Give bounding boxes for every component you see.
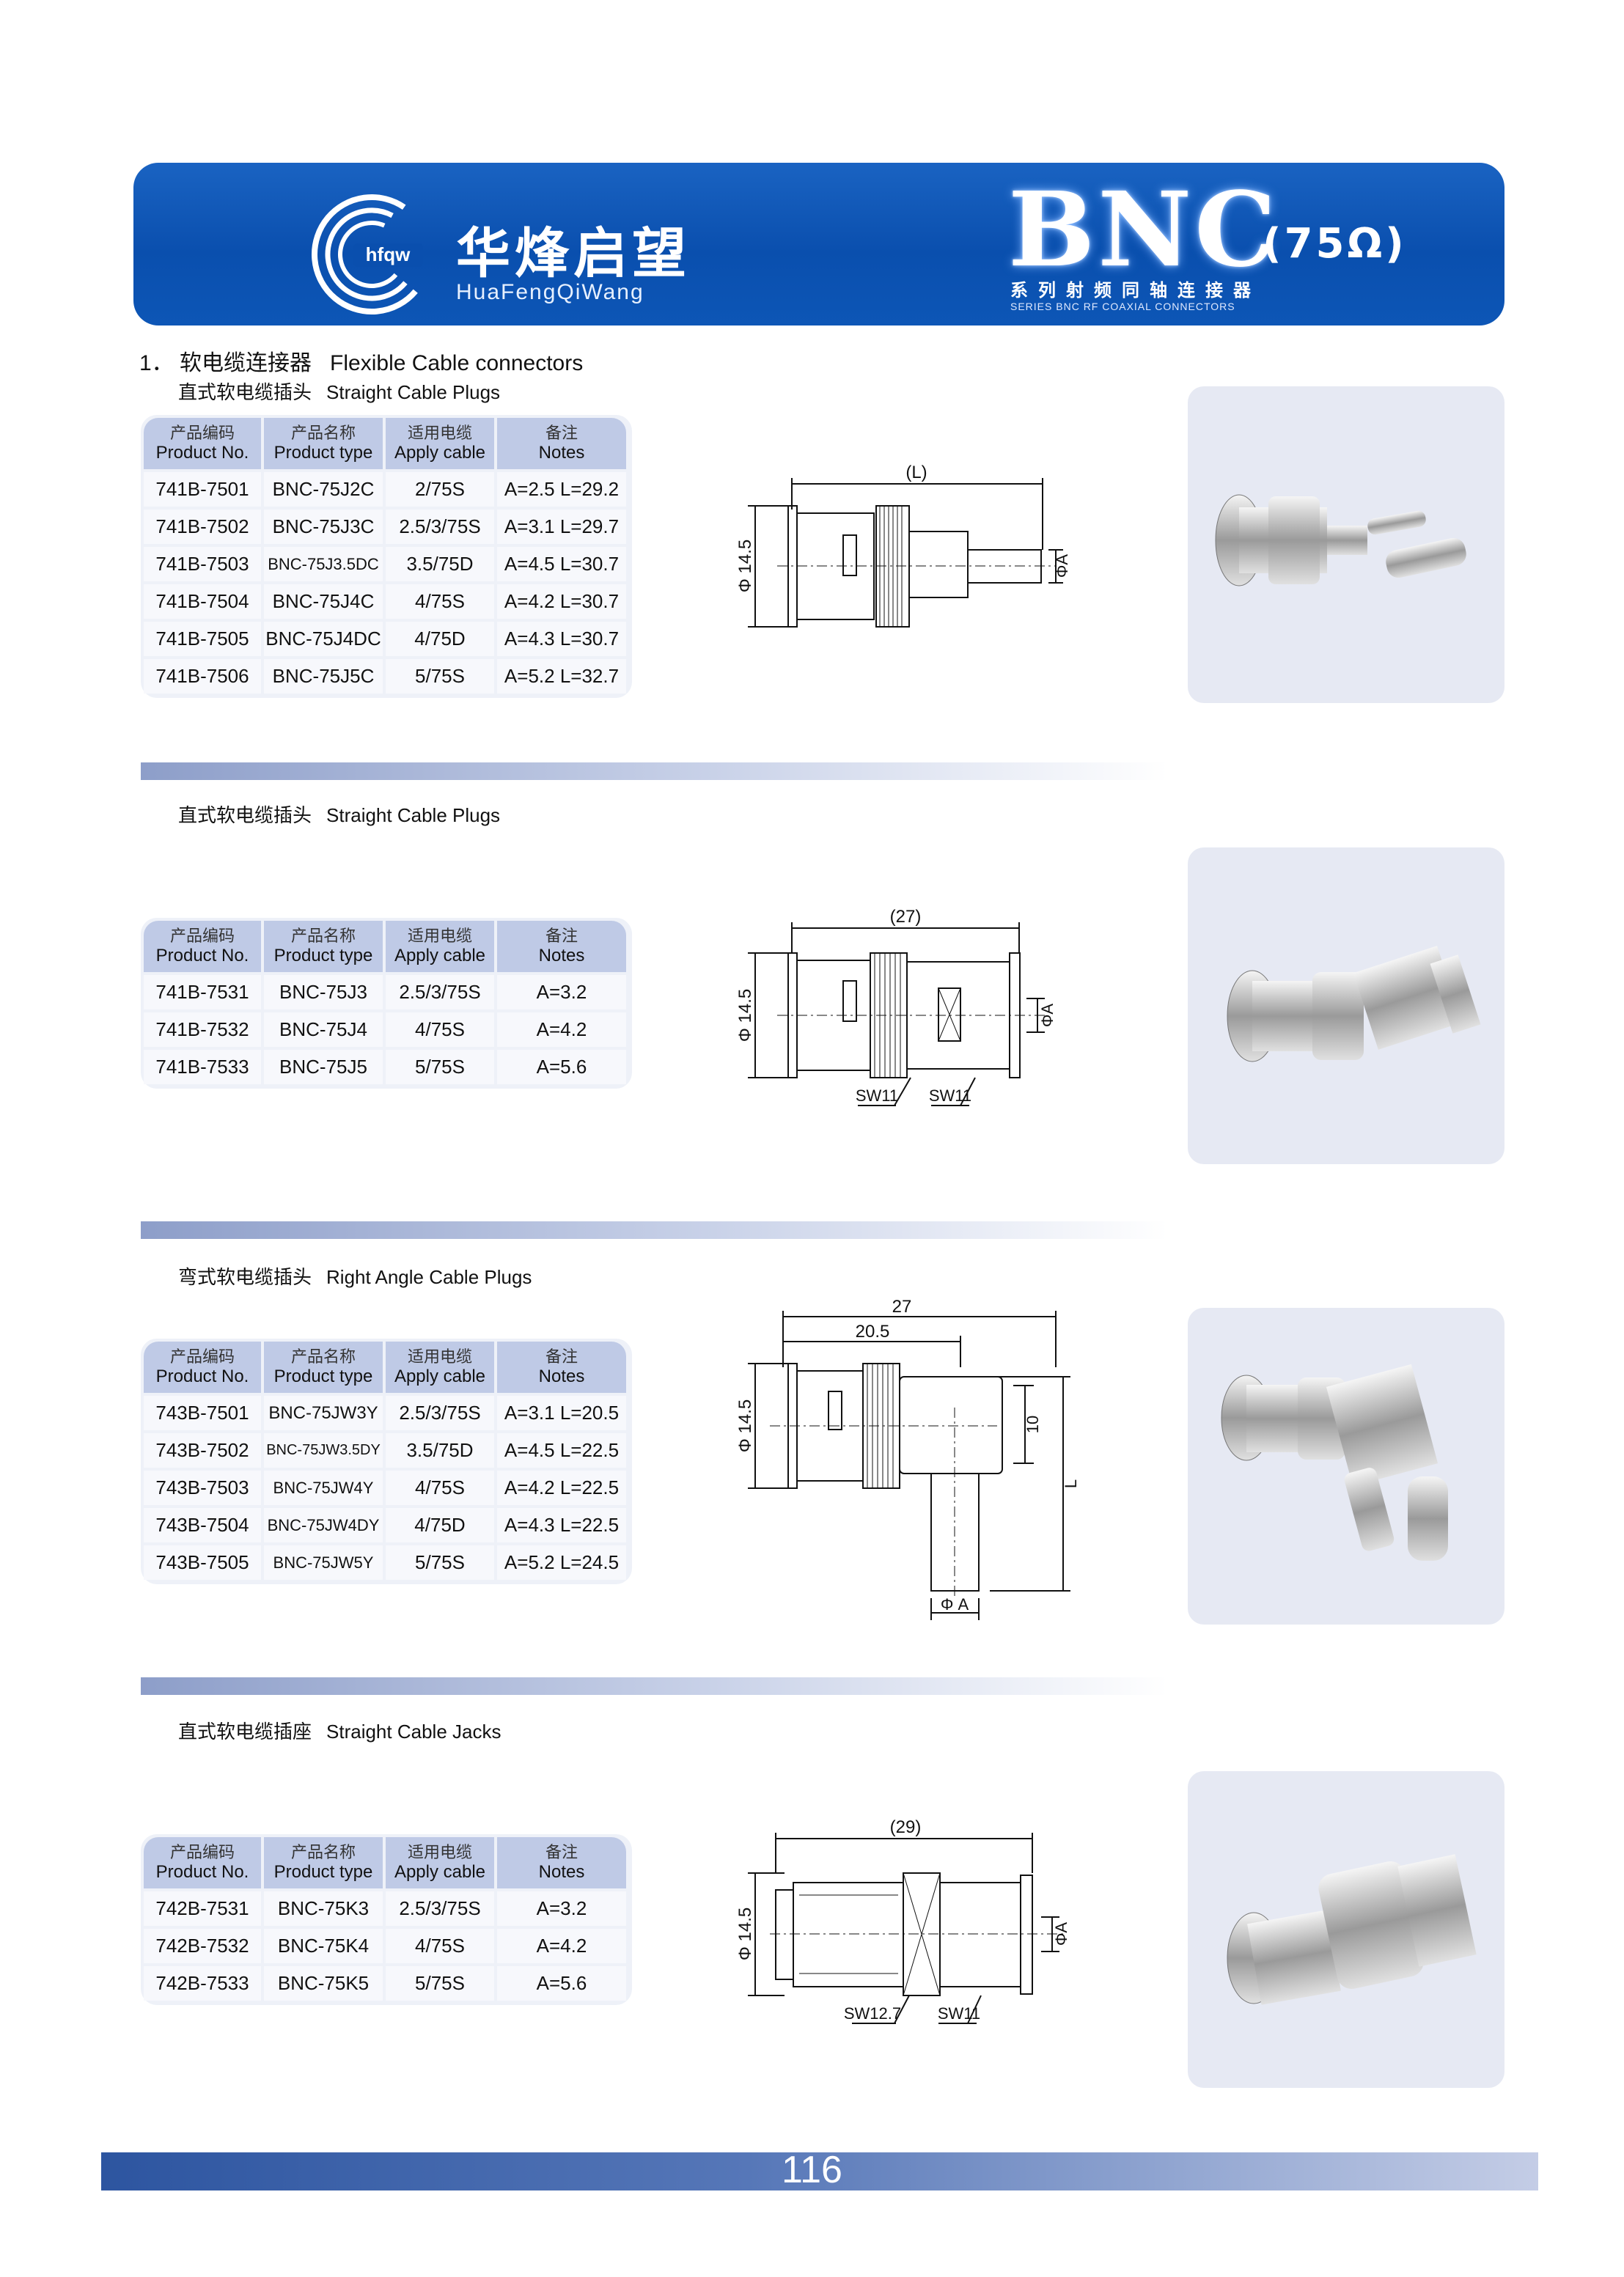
dim-diameter-label: Φ 14.5: [735, 989, 755, 1042]
connector-photo-icon: [1215, 494, 1466, 586]
section-title-cn: 软电缆连接器: [180, 350, 312, 376]
page-number: 116: [782, 2149, 842, 2191]
group-title: 直式软电缆插头 Straight Cable Plugs: [178, 378, 500, 405]
dim-diameter-label: Φ 14.5: [735, 1399, 755, 1453]
straight-jack-drawing: (29) Φ 14.5 ΦA SW12.7 SW11: [735, 1817, 1070, 2024]
logo-text: hfqw: [366, 243, 411, 265]
section-title-en: Flexible Cable connectors: [330, 351, 584, 375]
dim-phi-a-label: ΦA: [1052, 1922, 1070, 1946]
dim-phi-a-label: ΦA: [1038, 1004, 1057, 1028]
product-photo: [1188, 386, 1504, 703]
dim-length-label: (27): [890, 907, 922, 927]
series-subtitle-en: SERIES BNC RF COAXIAL CONNECTORS: [1010, 301, 1235, 312]
series-title: BNC: [1008, 170, 1279, 290]
dim-sw1-label: SW11: [856, 1086, 898, 1105]
section-divider: [141, 762, 1167, 780]
product-photo: [1188, 847, 1504, 1164]
group-title-en: Straight Cable Plugs: [326, 381, 501, 403]
group-title: 直式软电缆插座 Straight Cable Jacks: [178, 1717, 501, 1744]
product-photo: [1188, 1771, 1504, 2088]
dim-phi-a-label: ΦA: [1053, 554, 1071, 578]
brand-name-cn: 华烽启望: [456, 222, 691, 285]
dim-diameter-label: Φ 14.5: [735, 1908, 755, 1961]
product-photo: [1188, 1308, 1504, 1625]
group-title: 弯式软电缆插头 Right Angle Cable Plugs: [178, 1262, 532, 1290]
dim-phi-a-label: Φ A: [941, 1595, 969, 1614]
group-title-en: Straight Cable Plugs: [326, 804, 501, 826]
dim-sw2-label: SW11: [929, 1086, 971, 1105]
section-number: 1．: [139, 351, 174, 375]
dim-length-label: (L): [905, 463, 927, 482]
connector-photo-icon: [1227, 946, 1481, 1062]
dim-sw2-label: SW11: [938, 2004, 980, 2023]
group-title-cn: 直式软电缆插头: [178, 805, 312, 827]
group-title-cn: 直式软电缆插座: [178, 1721, 312, 1743]
straight-plug-clamp-drawing: (27) Φ 14.5 ΦA SW11 SW11: [735, 907, 1057, 1106]
right-angle-plug-drawing: 27 20.5 Φ 14.5 10 L Φ A: [735, 1298, 1080, 1620]
dim-height-label: 10: [1024, 1416, 1042, 1433]
dim-diameter-label: Φ 14.5: [735, 540, 755, 593]
dim-l-label: L: [1062, 1479, 1080, 1488]
group-title-en: Right Angle Cable Plugs: [326, 1266, 532, 1288]
connector-photo-icon: [1227, 1854, 1477, 2005]
connector-photo-icon: [1221, 1364, 1448, 1561]
group-title-en: Straight Cable Jacks: [326, 1721, 501, 1743]
group-title-cn: 弯式软电缆插头: [178, 1267, 312, 1289]
brand-logo-icon: hfqw: [312, 194, 432, 314]
impedance-label: (75Ω): [1263, 220, 1407, 268]
series-subtitle-cn: 系列射频同轴连接器: [1010, 280, 1261, 301]
section-title: 1． 软电缆连接器 Flexible Cable connectors: [139, 345, 583, 377]
straight-plug-drawing: (L) Φ 14.5 ΦA: [735, 463, 1071, 628]
dim-inner-label: 20.5: [856, 1322, 890, 1342]
brand-name-en: HuaFengQiWang: [456, 280, 644, 304]
group-title: 直式软电缆插头 Straight Cable Plugs: [178, 801, 500, 828]
dim-length-label: (29): [890, 1817, 922, 1837]
group-title-cn: 直式软电缆插头: [178, 382, 312, 404]
footer-bar: [101, 2152, 1538, 2190]
dim-sw1-label: SW12.7: [844, 2004, 901, 2023]
dim-total-label: 27: [892, 1298, 912, 1317]
section-divider: [141, 1221, 1167, 1239]
section-divider: [141, 1677, 1167, 1695]
